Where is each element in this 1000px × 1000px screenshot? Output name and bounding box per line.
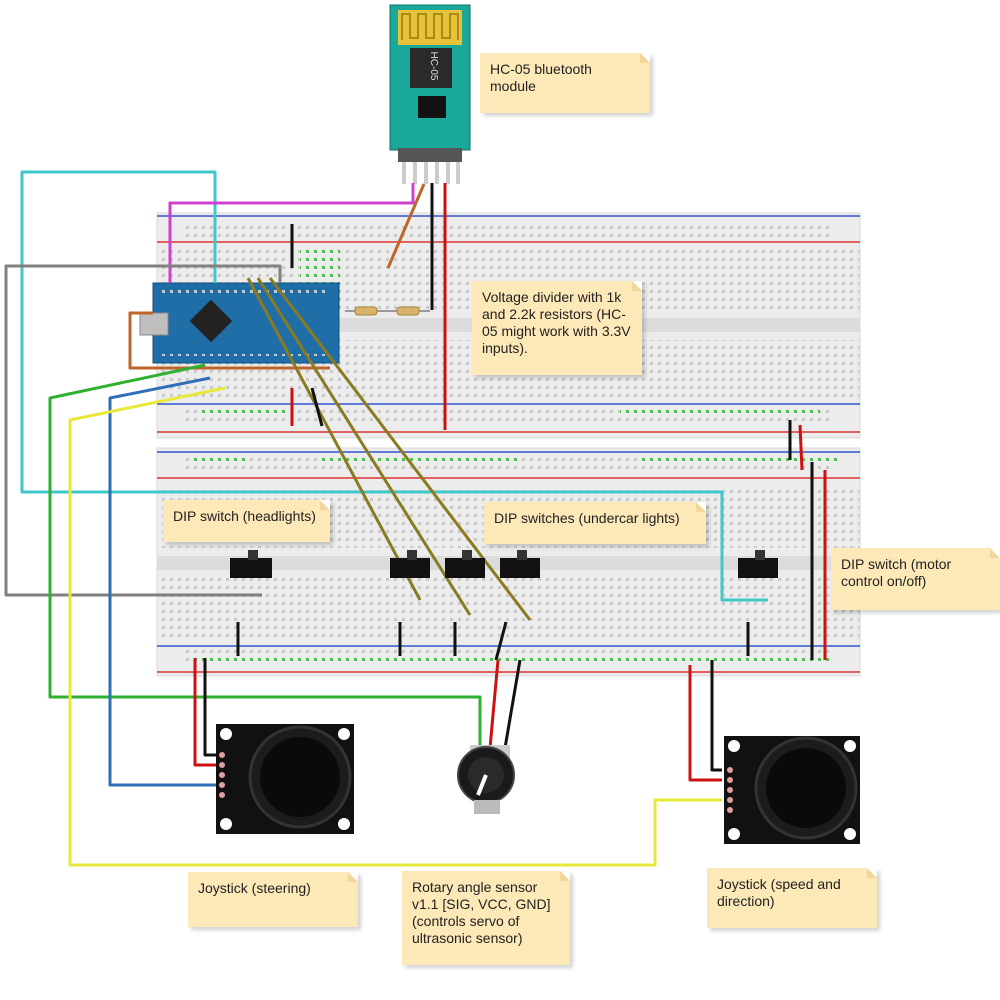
note-hc05: HC-05 bluetooth module bbox=[480, 53, 650, 113]
note-voltage-divider: Voltage divider with 1k and 2.2k resisto… bbox=[472, 281, 642, 375]
note-dip-undercar: DIP switches (undercar lights) bbox=[484, 502, 706, 544]
note-dip-motor: DIP switch (motor control on/off) bbox=[831, 548, 1000, 610]
resistor-1k bbox=[345, 306, 395, 316]
note-dip-headlights: DIP switch (headlights) bbox=[163, 500, 330, 542]
dip-switch-headlights bbox=[230, 550, 272, 578]
joystick-steering bbox=[216, 724, 354, 834]
hc05-chip-label: HC-05 bbox=[428, 52, 439, 81]
note-joystick-steering: Joystick (steering) bbox=[188, 872, 358, 927]
dip-switch-undercar-2 bbox=[445, 550, 485, 578]
hc05-module: HC-05 bbox=[389, 4, 471, 184]
note-joystick-speed: Joystick (speed and direction) bbox=[707, 868, 877, 928]
dip-switch-undercar-3 bbox=[500, 550, 540, 578]
arduino-nano bbox=[139, 282, 340, 364]
wires bbox=[4, 170, 827, 867]
dip-switch-motor bbox=[738, 550, 778, 578]
resistor-2k2 bbox=[395, 306, 430, 316]
note-rotary-sensor: Rotary angle sensor v1.1 [SIG, VCC, GND]… bbox=[402, 871, 570, 965]
rotary-angle-sensor bbox=[457, 745, 515, 814]
dip-switch-undercar-1 bbox=[390, 550, 430, 578]
joystick-speed bbox=[724, 736, 860, 844]
